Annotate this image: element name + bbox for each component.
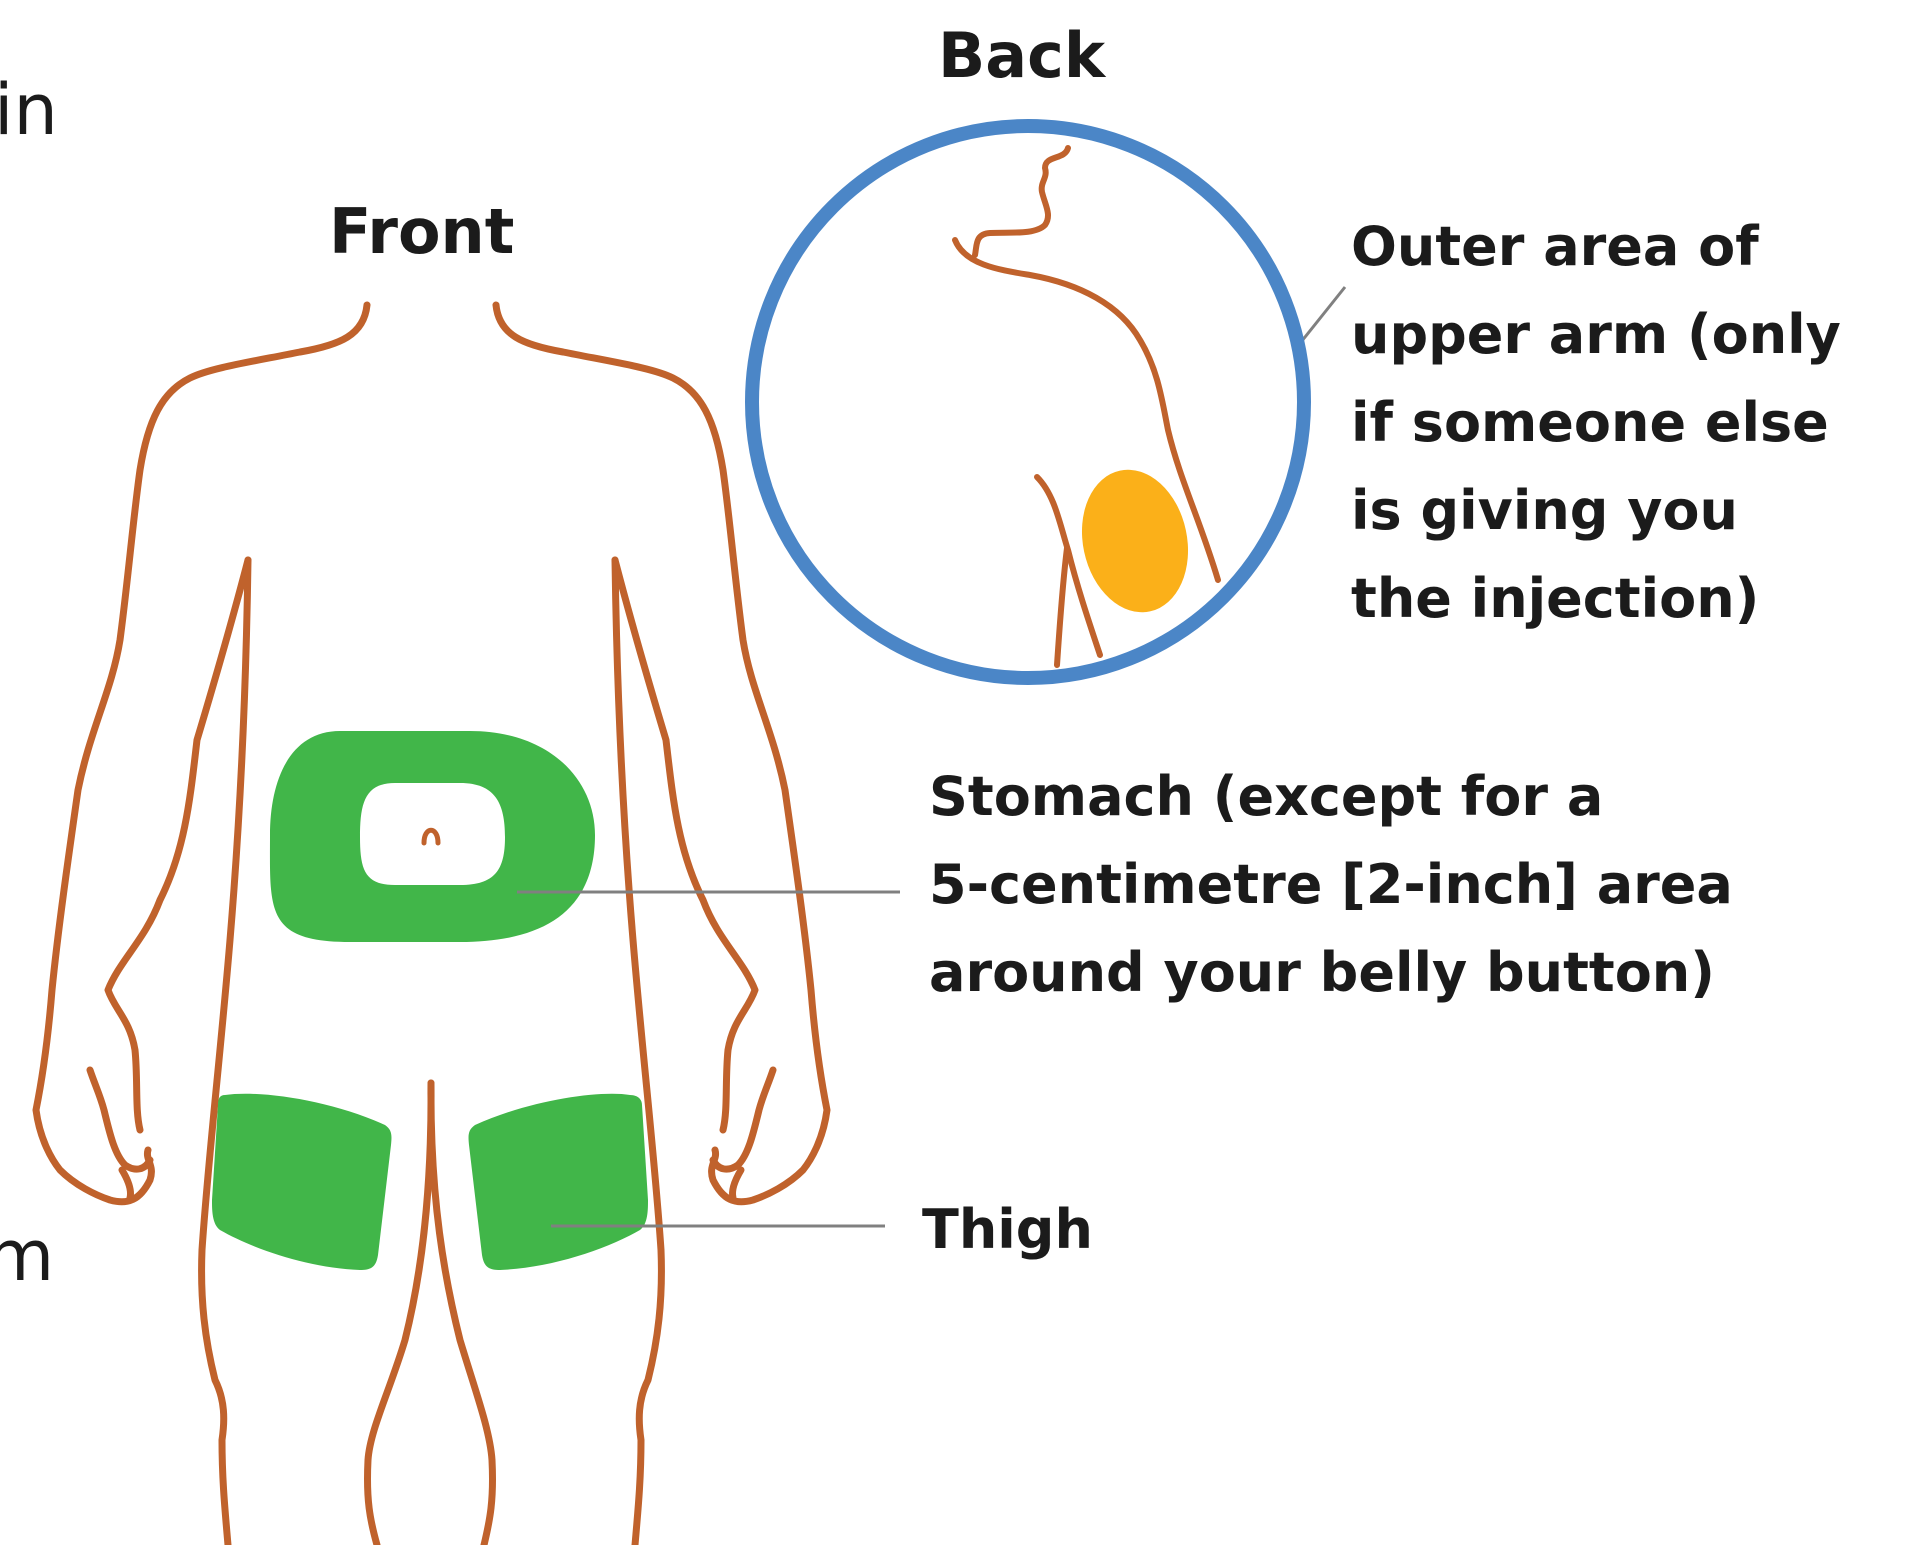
edge-text-top-left: in xyxy=(0,70,58,150)
stomach-label-line: Stomach (except for a xyxy=(929,753,1733,841)
upper-arm-label-line: the injection) xyxy=(1351,555,1841,643)
stomach-label-line: around your belly button) xyxy=(929,929,1733,1017)
back-view-title: Back xyxy=(938,20,1105,92)
back-view-inset xyxy=(752,126,1304,678)
upper-arm-label-line: is giving you xyxy=(1351,467,1841,555)
thigh-label: Thigh xyxy=(922,1186,1093,1274)
thigh-injection-area-left xyxy=(212,1094,391,1270)
upper-arm-label-line: upper arm (only xyxy=(1351,291,1841,379)
front-view-title: Front xyxy=(329,196,514,268)
stomach-label: Stomach (except for a 5-centimetre [2-in… xyxy=(929,753,1733,1017)
stomach-label-line: 5-centimetre [2-inch] area xyxy=(929,841,1733,929)
edge-text-bottom-left: m xyxy=(0,1216,54,1296)
stomach-injection-area xyxy=(270,731,595,942)
upper-arm-label-line: if someone else xyxy=(1351,379,1841,467)
thigh-injection-area-right xyxy=(469,1094,648,1270)
upper-arm-label: Outer area of upper arm (only if someone… xyxy=(1351,203,1841,643)
upper-arm-label-line: Outer area of xyxy=(1351,203,1841,291)
belly-button xyxy=(424,830,438,843)
